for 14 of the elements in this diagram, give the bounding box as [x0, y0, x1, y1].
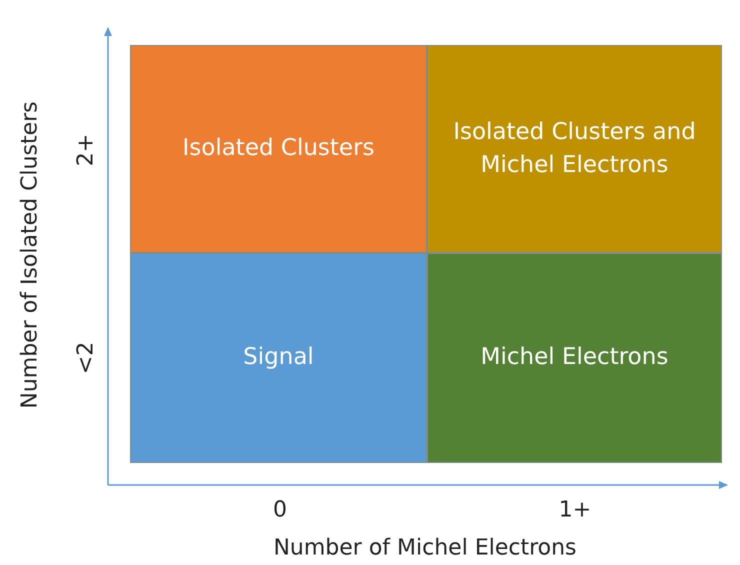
quadrant-box — [427, 253, 722, 463]
quadrant-box — [427, 45, 722, 253]
quadrant-label: Signal — [243, 343, 314, 372]
quadrant-label: Isolated Clusters — [182, 134, 375, 164]
tick-label: 1+ — [558, 498, 592, 522]
tick-label: 2+ — [74, 134, 98, 166]
tick-label: <2 — [74, 342, 98, 374]
quadrant-label: Michel Electrons — [480, 343, 668, 372]
quadrant-box — [130, 253, 427, 463]
tick-label: 0 — [273, 498, 287, 522]
axis-title: Number of Michel Electrons — [273, 536, 577, 560]
axis-title: Number of Isolated Clusters — [18, 101, 42, 409]
quadrant-box — [130, 45, 427, 253]
quadrant-label: Isolated Clusters and Michel Electrons — [452, 118, 697, 180]
